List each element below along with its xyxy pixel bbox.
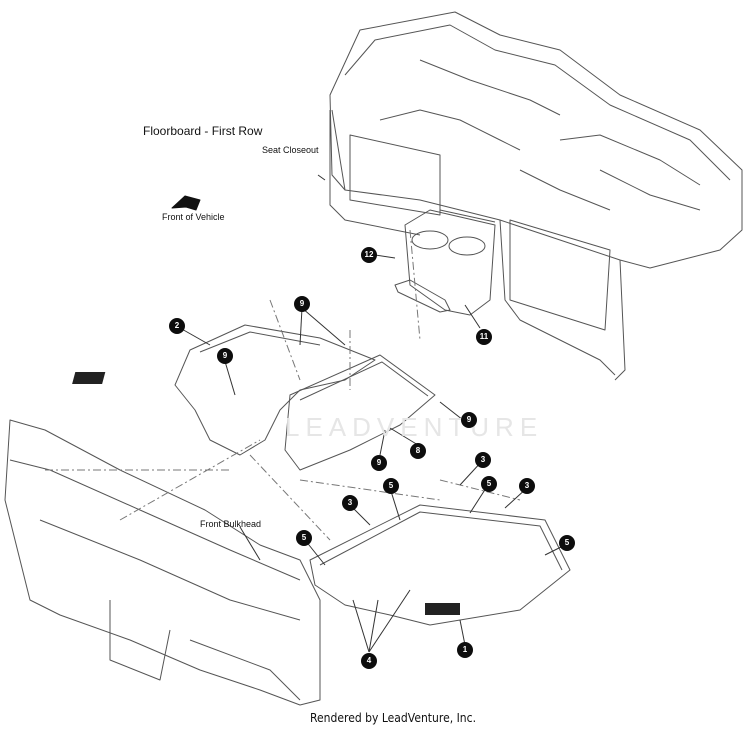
front-bulkhead [4, 419, 321, 706]
callout-5[interactable]: 5 [559, 535, 575, 551]
callout-3[interactable]: 3 [342, 495, 358, 511]
callout-3[interactable]: 3 [519, 478, 535, 494]
seat-assembly [329, 11, 743, 381]
callout-8[interactable]: 8 [410, 443, 426, 459]
callout-5[interactable]: 5 [296, 530, 312, 546]
callout-1[interactable]: 1 [457, 642, 473, 658]
callout-5[interactable]: 5 [383, 478, 399, 494]
callout-5[interactable]: 5 [481, 476, 497, 492]
callout-9[interactable]: 9 [461, 412, 477, 428]
closeout-panel [284, 354, 436, 471]
watermark: LEADVENTURE [285, 412, 544, 442]
floorboard-right [309, 504, 571, 626]
callout-9[interactable]: 9 [217, 348, 233, 364]
front-arrow [171, 195, 201, 211]
front-of-vehicle-label: Front of Vehicle [162, 212, 225, 222]
front-bulkhead-label: Front Bulkhead [200, 519, 262, 529]
callout-2[interactable]: 2 [169, 318, 185, 334]
callout-3[interactable]: 3 [475, 452, 491, 468]
footer-credit: Rendered by LeadVenture, Inc. [310, 711, 477, 725]
callout-9[interactable]: 9 [371, 455, 387, 471]
callout-12[interactable]: 12 [361, 247, 377, 263]
callout-11[interactable]: 11 [476, 329, 492, 345]
diagram-title: Floorboard - First Row [143, 124, 263, 138]
callout-4[interactable]: 4 [361, 653, 377, 669]
cup-holder [394, 209, 496, 316]
callout-9[interactable]: 9 [294, 296, 310, 312]
floorboard-left [72, 324, 376, 456]
seat-closeout-label: Seat Closeout [262, 145, 319, 155]
